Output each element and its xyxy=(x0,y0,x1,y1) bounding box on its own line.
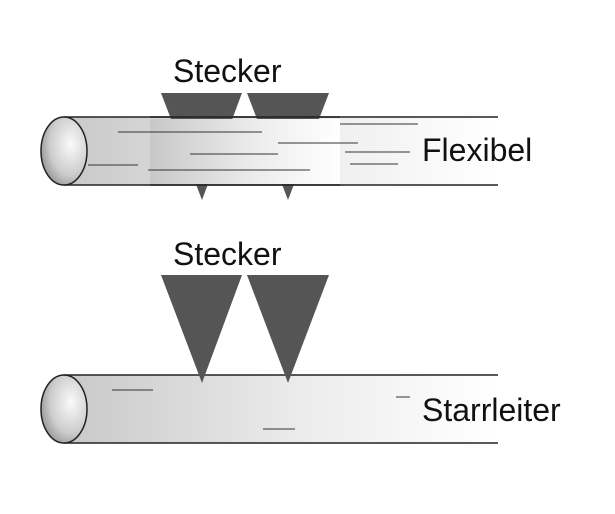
rigid-cable-end xyxy=(40,374,88,444)
flexible-cable-overlay xyxy=(150,116,340,186)
connector-label-top: Stecker xyxy=(173,53,282,89)
connector-label-bottom: Stecker xyxy=(173,236,282,272)
flexible-cable-end xyxy=(40,116,88,186)
connector-bottom-right xyxy=(247,275,329,383)
rigid-cable-marks xyxy=(112,389,410,430)
rigid-cable xyxy=(40,374,498,444)
connectors-bottom xyxy=(161,275,329,383)
flexible-label: Flexibel xyxy=(422,132,533,168)
rigid-label: Starrleiter xyxy=(422,392,561,428)
connector-bottom-left xyxy=(161,275,242,383)
rigid-cable-body xyxy=(64,375,498,443)
